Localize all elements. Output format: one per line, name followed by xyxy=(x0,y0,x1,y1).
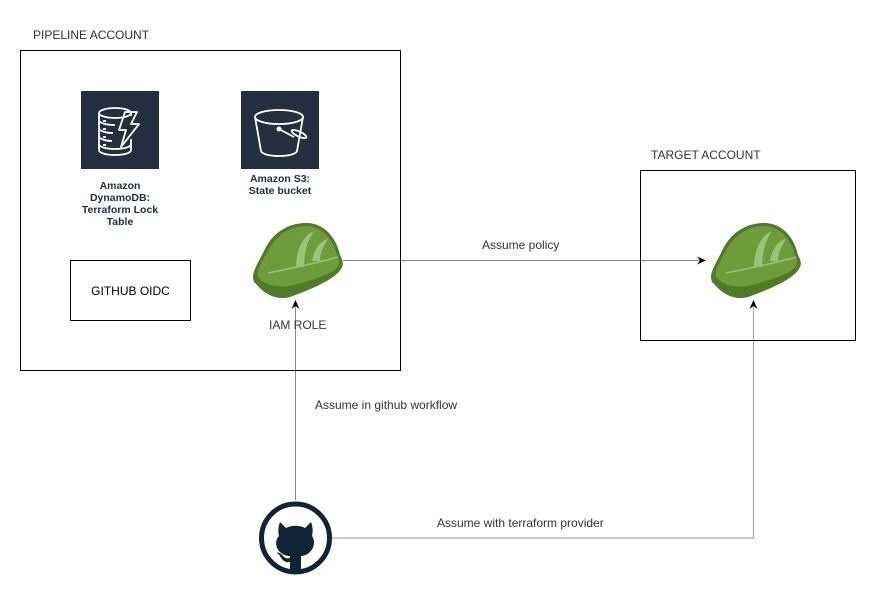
github-node[interactable] xyxy=(258,500,333,576)
hard-hat-icon xyxy=(252,223,343,299)
target-account-label: TARGET ACCOUNT xyxy=(651,148,761,162)
s3-caption-line: Amazon S3: xyxy=(249,173,311,185)
dynamodb-caption-line: Amazon xyxy=(99,180,141,192)
pipeline-account-group[interactable] xyxy=(20,50,401,371)
dynamodb-caption: Amazon DynamoDB: Terraform Lock Table xyxy=(70,180,170,228)
dynamodb-caption-line: DynamoDB: xyxy=(89,192,151,204)
hard-hat-icon xyxy=(710,223,801,299)
s3-caption-line: State bucket xyxy=(248,185,312,197)
github-icon xyxy=(259,501,332,575)
iam-role-target-node[interactable] xyxy=(706,219,802,301)
dynamodb-node[interactable] xyxy=(81,91,159,169)
github-oidc-label: GITHUB OIDC xyxy=(91,283,170,298)
dynamodb-icon xyxy=(98,107,140,156)
edge-assume-terraform-provider[interactable] xyxy=(332,300,758,539)
pipeline-account-label: PIPELINE ACCOUNT xyxy=(33,28,150,42)
edge-label-assume-policy: Assume policy xyxy=(482,238,560,252)
edge-label-assume-github-workflow: Assume in github workflow xyxy=(315,398,458,412)
s3-caption: Amazon S3: State bucket xyxy=(230,173,330,197)
target-account-group[interactable] xyxy=(640,170,856,341)
iam-role-pipeline-node[interactable] xyxy=(248,219,344,301)
edge-label-assume-terraform-provider: Assume with terraform provider xyxy=(437,516,604,530)
dynamodb-caption-line: Table xyxy=(106,216,134,228)
s3-bucket-icon xyxy=(254,109,308,157)
iam-role-label: IAM ROLE xyxy=(269,318,327,332)
github-oidc-node[interactable]: GITHUB OIDC xyxy=(70,260,191,321)
s3-node[interactable] xyxy=(241,91,319,169)
dynamodb-caption-line: Terraform Lock xyxy=(81,204,159,216)
